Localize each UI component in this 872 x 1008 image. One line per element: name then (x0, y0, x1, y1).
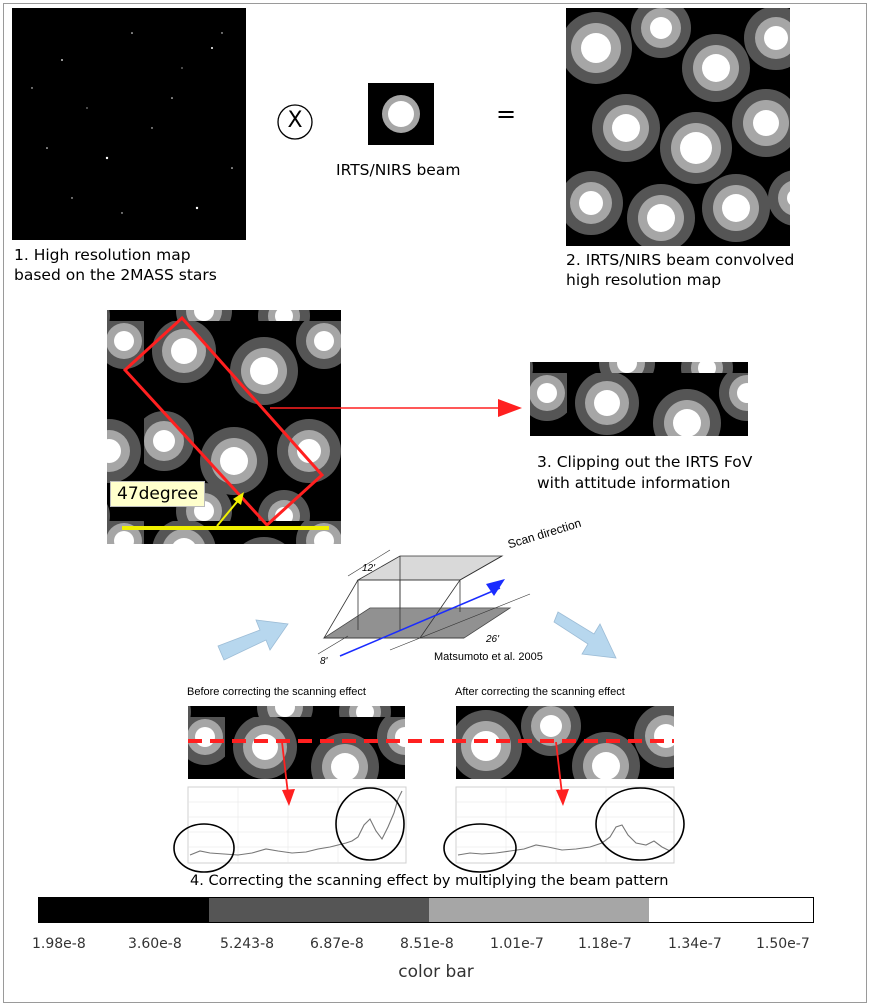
convolution-symbol (277, 104, 313, 140)
colorbar-tick: 1.18e-7 (578, 936, 632, 952)
dim-width-label: 12' (362, 563, 376, 574)
flow-arrow-left (217, 619, 289, 661)
panel2-caption-line1: 2. IRTS/NIRS beam convolved (566, 251, 795, 269)
clipped-fov-image (530, 362, 748, 436)
colorbar-segment-3 (429, 898, 649, 922)
colorbar-title: color bar (398, 962, 474, 982)
panel1-caption-line1: 1. High resolution map (14, 246, 191, 264)
profile-arrows (281, 741, 569, 806)
citation-label: Matsumoto et al. 2005 (434, 651, 543, 663)
panel1-caption-line2: based on the 2MASS stars (14, 266, 217, 284)
scan-geometry-diagram (317, 549, 531, 657)
colorbar-tick: 6.87e-8 (310, 936, 364, 952)
scan-line (188, 739, 674, 743)
colorbar-tick: 8.51e-8 (400, 936, 454, 952)
before-title: Before correcting the scanning effect (187, 686, 366, 698)
dim-length-label: 26' (486, 634, 500, 645)
convolution-symbol-label: X (287, 108, 303, 133)
figure-frame (3, 3, 867, 1003)
convolved-map-image (566, 8, 790, 246)
colorbar (38, 897, 814, 923)
star-map-image (12, 8, 246, 240)
before-right-circle (335, 787, 405, 861)
before-left-circle (173, 823, 235, 873)
colorbar-segment-2 (209, 898, 429, 922)
dim-height-label: 8' (320, 656, 328, 667)
colorbar-tick: 5.243-8 (220, 936, 275, 952)
highlight-circles (173, 787, 685, 873)
colorbar-tick: 1.98e-8 (32, 936, 86, 952)
panel3-caption-line2: with attitude information (537, 474, 731, 492)
beam-label: IRTS/NIRS beam (336, 161, 461, 179)
flow-arrow-right (553, 611, 617, 659)
fov-box (122, 315, 325, 528)
equals-sign: = (496, 100, 517, 128)
colorbar-ticks: 1.98e-8 3.60e-8 5.243-8 6.87e-8 8.51e-8 … (32, 936, 824, 958)
colorbar-segment-1 (39, 898, 209, 922)
panel3-caption-line1: 3. Clipping out the IRTS FoV (537, 453, 753, 471)
colorbar-tick: 1.34e-7 (668, 936, 722, 952)
fov-map-image (107, 310, 341, 544)
panel4-caption: 4. Correcting the scanning effect by mul… (190, 873, 669, 889)
after-left-circle (443, 823, 517, 873)
angle-label: 47degree (110, 481, 206, 507)
colorbar-tick: 1.50e-7 (756, 936, 810, 952)
colorbar-segment-4 (649, 898, 813, 922)
after-title: After correcting the scanning effect (455, 686, 625, 698)
panel2-caption-line2: high resolution map (566, 271, 722, 289)
clip-arrow (270, 399, 522, 417)
before-profile-plot (187, 786, 407, 864)
after-right-circle (595, 787, 685, 861)
colorbar-tick: 1.01e-7 (490, 936, 544, 952)
beam-image (368, 83, 434, 145)
colorbar-tick: 3.60e-8 (128, 936, 182, 952)
